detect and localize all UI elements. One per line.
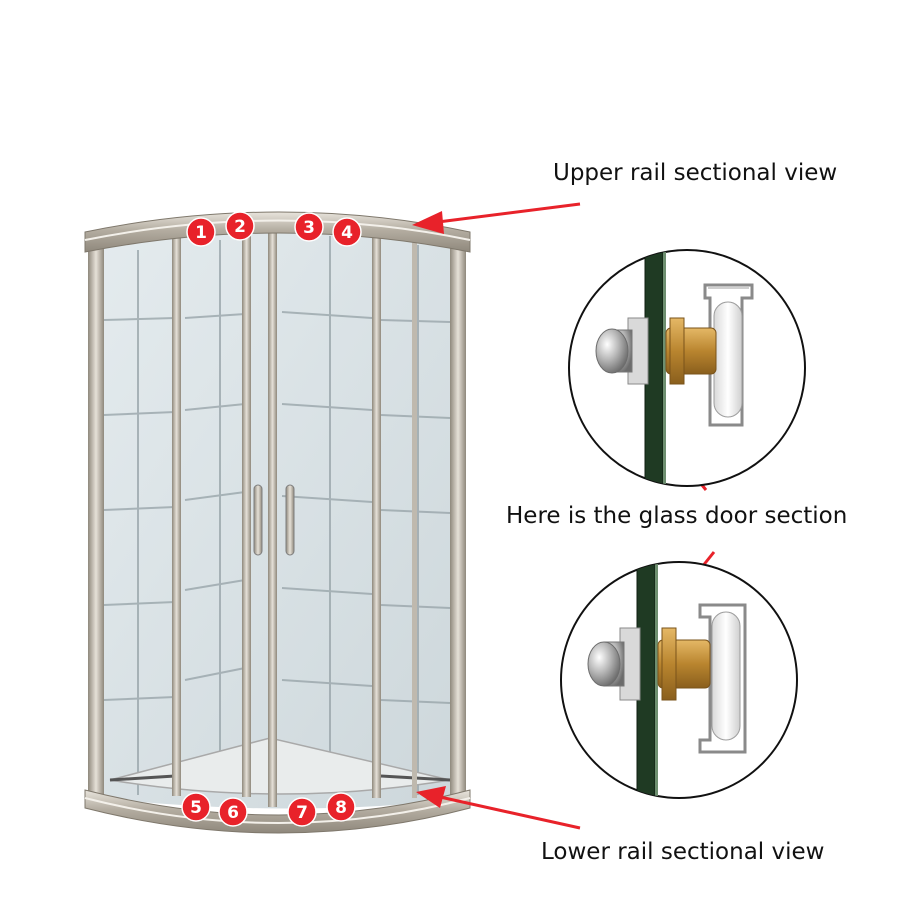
upper-rail-section <box>568 249 806 487</box>
roller-badge-7: 7 <box>287 797 317 827</box>
roller-badge-number: 1 <box>195 223 207 243</box>
glass-door-label: Here is the glass door section <box>506 503 848 529</box>
roller-badge-1: 1 <box>186 217 216 247</box>
lower-rail <box>84 789 471 834</box>
upper-rail-label: Upper rail sectional view <box>553 160 838 186</box>
left-door-handle <box>253 484 263 556</box>
roller-badge-number: 3 <box>303 218 315 238</box>
roller-badge-number: 4 <box>341 223 353 243</box>
roller-badge-number: 2 <box>234 217 246 237</box>
left-post <box>88 240 104 800</box>
roller-badges: 1 2 3 4 5 6 7 8 <box>181 211 362 827</box>
lower-rail-label: Lower rail sectional view <box>541 839 825 865</box>
right-post <box>450 240 466 800</box>
roller-badge-number: 8 <box>335 798 347 818</box>
roller-badge-number: 7 <box>296 803 308 823</box>
roller-badge-3: 3 <box>294 212 324 242</box>
shower-tray <box>109 737 451 795</box>
arrow-lower-rail <box>439 795 581 830</box>
cap-nut <box>595 328 629 374</box>
roller-badge-5: 5 <box>181 792 211 822</box>
right-door-handle <box>285 484 295 556</box>
roller-badge-number: 6 <box>227 803 239 823</box>
roller-badge-8: 8 <box>326 792 356 822</box>
roller-wheel <box>713 301 743 418</box>
roller-wheel-lower <box>711 611 741 741</box>
lower-rail-section <box>560 561 798 799</box>
shower-enclosure <box>84 211 471 834</box>
roller-badge-number: 5 <box>190 798 202 818</box>
arrow-upper-rail <box>437 202 581 224</box>
wall-tile-grid <box>103 236 451 795</box>
roller-badge-6: 6 <box>218 797 248 827</box>
roller-badge-2: 2 <box>225 211 255 241</box>
cap-nut-lower <box>587 641 621 687</box>
glass-panels <box>100 232 455 809</box>
roller-badge-4: 4 <box>332 217 362 247</box>
